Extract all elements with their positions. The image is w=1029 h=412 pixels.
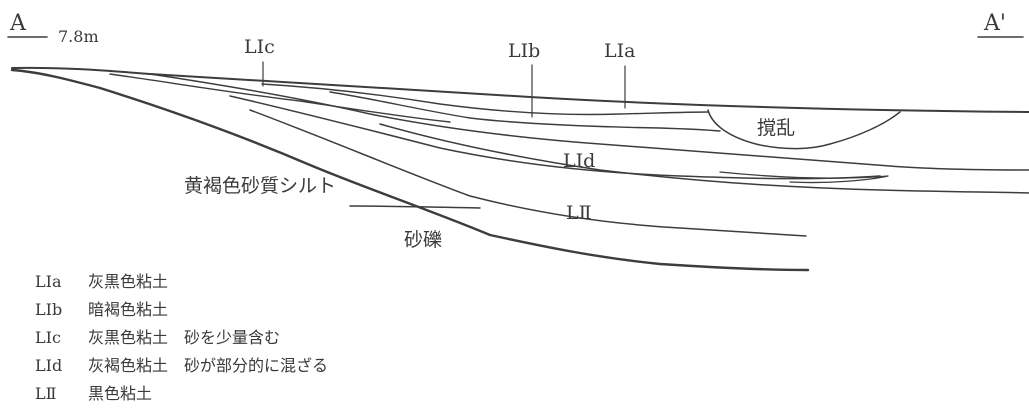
legend-description: 灰黒色粘土 <box>88 272 168 291</box>
legend-description: 灰黒色粘土 砂を少量含む <box>88 328 280 347</box>
legend-description: 灰褐色粘土 砂が部分的に混ざる <box>88 356 328 375</box>
layer-lii-boundary-lower <box>249 109 807 237</box>
layer-label-lia: LⅠa <box>604 40 635 62</box>
layer-label-gravel: 砂礫 <box>404 229 442 251</box>
layer-lid-boundary-lower <box>229 95 881 180</box>
section-point-a-prime: A' <box>983 11 1006 36</box>
base-boundary-line <box>10 68 810 272</box>
legend-code: LⅠc <box>35 328 61 347</box>
elevation-label: 7.8m <box>58 27 99 46</box>
legend-code: LⅠb <box>35 300 62 319</box>
layer-lid-boundary-upper <box>149 73 1029 171</box>
section-point-a: A <box>9 11 27 36</box>
legend-row: LⅡ 黒色粘土 <box>35 384 152 403</box>
legend-description: 黒色粘土 <box>88 384 152 403</box>
layer-lic-boundary <box>109 73 451 123</box>
layer-label-lic: LⅠc <box>244 36 275 58</box>
layer-lib-boundary-lower <box>329 91 721 132</box>
legend: LⅠa 灰黒色粘土 LⅠb 暗褐色粘土 LⅠc 灰黒色粘土 砂を少量含む LⅠd… <box>35 272 328 403</box>
gravel-boundary-line <box>349 205 481 209</box>
layer-lib-boundary-upper <box>261 83 709 116</box>
legend-code: LⅡ <box>35 384 57 403</box>
ground-surface-line <box>11 66 1029 113</box>
legend-row: LⅠd 灰褐色粘土 砂が部分的に混ざる <box>35 356 328 375</box>
disturbed-pit-outline <box>707 109 901 150</box>
layer-lii-boundary-upper <box>379 123 1029 194</box>
layer-label-disturbed: 撹乱 <box>757 117 795 139</box>
legend-row: LⅠc 灰黒色粘土 砂を少量含む <box>35 328 280 347</box>
layer-label-lii: LⅡ <box>566 202 592 224</box>
layer-label-silt: 黄褐色砂質シルト <box>184 175 336 197</box>
legend-code: LⅠd <box>35 356 62 375</box>
layer-label-lid: LⅠd <box>563 150 595 172</box>
legend-description: 暗褐色粘土 <box>88 300 168 319</box>
legend-row: LⅠa 灰黒色粘土 <box>35 272 168 291</box>
legend-row: LⅠb 暗褐色粘土 <box>35 300 168 319</box>
layer-lid-pocket <box>719 171 889 184</box>
legend-code: LⅠa <box>35 272 62 291</box>
layer-label-lib: LⅠb <box>508 40 540 62</box>
